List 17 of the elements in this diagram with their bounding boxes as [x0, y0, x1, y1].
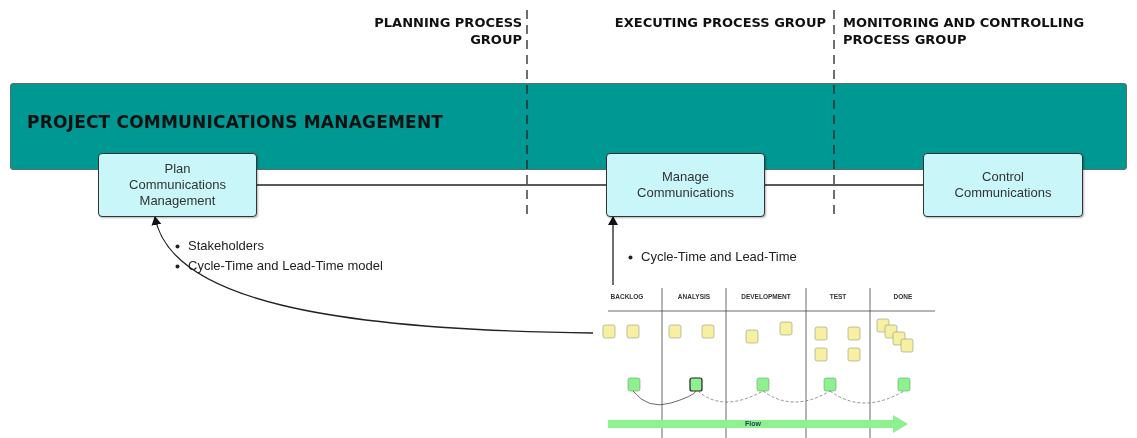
- process-box: [98, 153, 257, 217]
- process-label: Plan Communications Management: [128, 161, 227, 209]
- arrow: [608, 216, 618, 286]
- band-title: PROJECT COMMUNICATIONS MANAGEMENT: [27, 112, 444, 132]
- process-box: [606, 153, 765, 217]
- process-label: Control Communications: [953, 169, 1053, 201]
- process-label: Manage Communications: [636, 169, 735, 201]
- process-group-heading: PLANNING PROCESS GROUP: [373, 14, 522, 48]
- process-group-heading: EXECUTING PROCESS GROUP: [613, 14, 826, 31]
- bullet-text: Cycle-Time and Lead-Time: [641, 249, 797, 264]
- connector-line: [764, 184, 924, 186]
- arrow: [152, 216, 594, 334]
- bullet-text: Stakeholders: [188, 238, 264, 253]
- process-group-heading: MONITORING AND CONTROLLING PROCESS GROUP: [843, 14, 1086, 48]
- connector-line: [256, 184, 607, 186]
- process-box: [923, 153, 1083, 217]
- bullet-text: Cycle-Time and Lead-Time model: [188, 258, 383, 273]
